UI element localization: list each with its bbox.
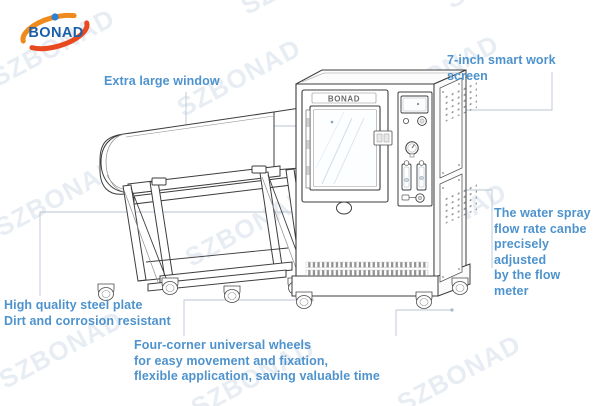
leader-universal-wheels: [183, 299, 312, 336]
logo-swoosh-red: [20, 12, 90, 52]
flow-meter: [401, 160, 412, 191]
callout-extra-large-window: Extra large window: [104, 74, 220, 88]
leader-steel-plate: [39, 211, 300, 296]
logo-dot: [51, 13, 59, 21]
ventilation-grille: [439, 77, 477, 283]
vent-slats: [306, 270, 428, 276]
callout-smart-work-screen: 7-inch smart work screen: [447, 53, 556, 83]
callout-water-spray-flow-rate: The water spray flow rate canbe precisel…: [494, 206, 591, 298]
tank-support-frame: [122, 165, 309, 292]
valve-handle: [401, 194, 410, 201]
bonad-logo: BONAD: [20, 12, 90, 52]
control-panel[interactable]: [397, 91, 433, 207]
leader-universal-wheels-2: [395, 309, 452, 336]
chamber-door[interactable]: BONAD: [301, 89, 389, 215]
callout-four-corner-universal-wheels: Four-corner universal wheels for easy mo…: [134, 338, 380, 383]
side-connector-box: [373, 130, 393, 146]
control-knob: [402, 118, 409, 125]
door-brand-label: BONAD: [328, 95, 360, 104]
vent-slats: [306, 262, 428, 268]
leader-lines: [39, 72, 553, 336]
door-handle: [336, 201, 352, 215]
logo-text: BONAD: [28, 25, 83, 41]
logo-swoosh-orange: [20, 12, 90, 52]
callout-high-quality-steel-plate: High quality steel plate Dirt and corros…: [4, 298, 171, 328]
flow-meter: [416, 160, 427, 191]
